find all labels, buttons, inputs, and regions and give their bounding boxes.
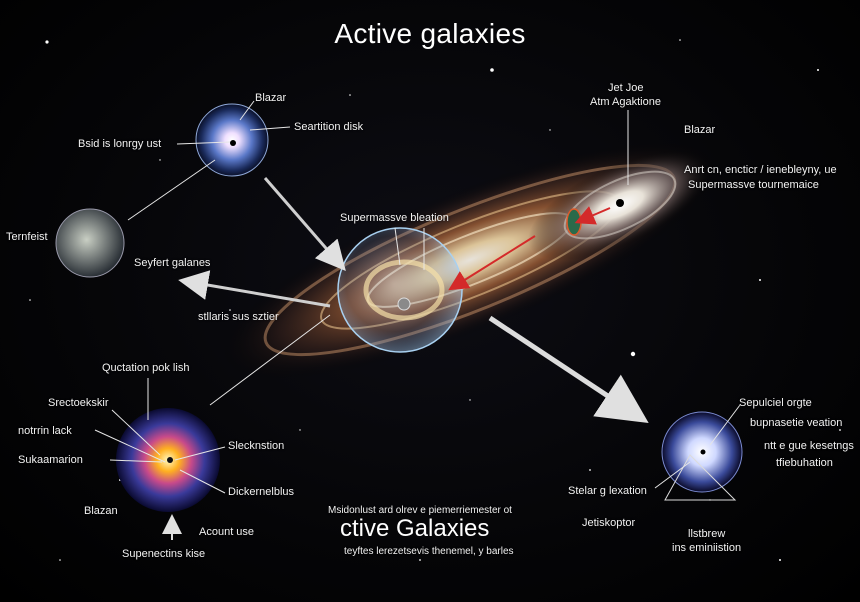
blazar-orb [195, 103, 269, 177]
label-superictins: Supenectins kise [122, 548, 206, 560]
label-jetiskoptor: Jetiskoptor [582, 517, 636, 529]
label-seyfert: Seyfert galanes [134, 257, 211, 269]
label-stelar: Stelar g lexation [568, 485, 647, 497]
label-jet-line2: Atm Agaktione [590, 96, 661, 108]
label-septicel-2: bupnasetie veation [750, 417, 843, 429]
label-stlbaris: stllaris sus sztier [198, 311, 279, 323]
label-blazar-top: Blazar [255, 92, 287, 104]
label-seartition: Seartition disk [294, 121, 364, 133]
label-septicel-1: Sepulciel orgte [739, 397, 812, 409]
label-supermassive-center: Supermassve bleation [340, 212, 449, 224]
jet-source [566, 208, 582, 236]
label-listbrew-2: ins eminiistion [672, 542, 742, 554]
bottom-caption-line1: Msidonlust ard olrev e piemerriemester o… [328, 505, 512, 516]
star-field [29, 39, 841, 561]
bottom-caption-line3: teyftes lerezetsevis thenemel, y barles [344, 546, 514, 557]
label-bsid: Bsid is lonrgy ust [78, 138, 162, 150]
black-hole [397, 297, 411, 311]
label-anrt-line2: Supermassve tournemaice [688, 179, 819, 191]
label-septicel-4: tfiebuhation [776, 457, 833, 469]
pointer-lines [94, 100, 741, 494]
label-ternfeist: Ternfeist [6, 231, 48, 243]
arrows [162, 177, 649, 540]
label-blazar-bottom-left: Blazan [84, 505, 118, 517]
label-dickeme: Dickernelblus [228, 486, 295, 498]
label-sukamion: Sukaamarion [18, 454, 83, 466]
bottom-heading: ctive Galaxies [340, 515, 490, 542]
label-quotation: Quctation pok lish [102, 362, 190, 374]
page-title: Active galaxies [334, 18, 526, 49]
central-galaxy [218, 139, 722, 381]
label-acunt: Acount use [199, 526, 255, 538]
grey-orb [55, 208, 125, 278]
label-anrt-line1: Anrt cn, encticr / ienebleyny, ue [684, 164, 837, 176]
label-blazar-right: Blazar [684, 124, 716, 136]
label-srectoekskir: Srectoekskir [48, 397, 109, 409]
label-slecknstion: Slecknstion [228, 440, 285, 452]
label-notrrin: notrrin lack [18, 425, 72, 437]
label-septicel-3: ntt e gue kesetngs [764, 440, 854, 452]
label-listbrew-1: llstbrew [688, 528, 726, 540]
label-jet-line1: Jet Joe [608, 82, 644, 94]
